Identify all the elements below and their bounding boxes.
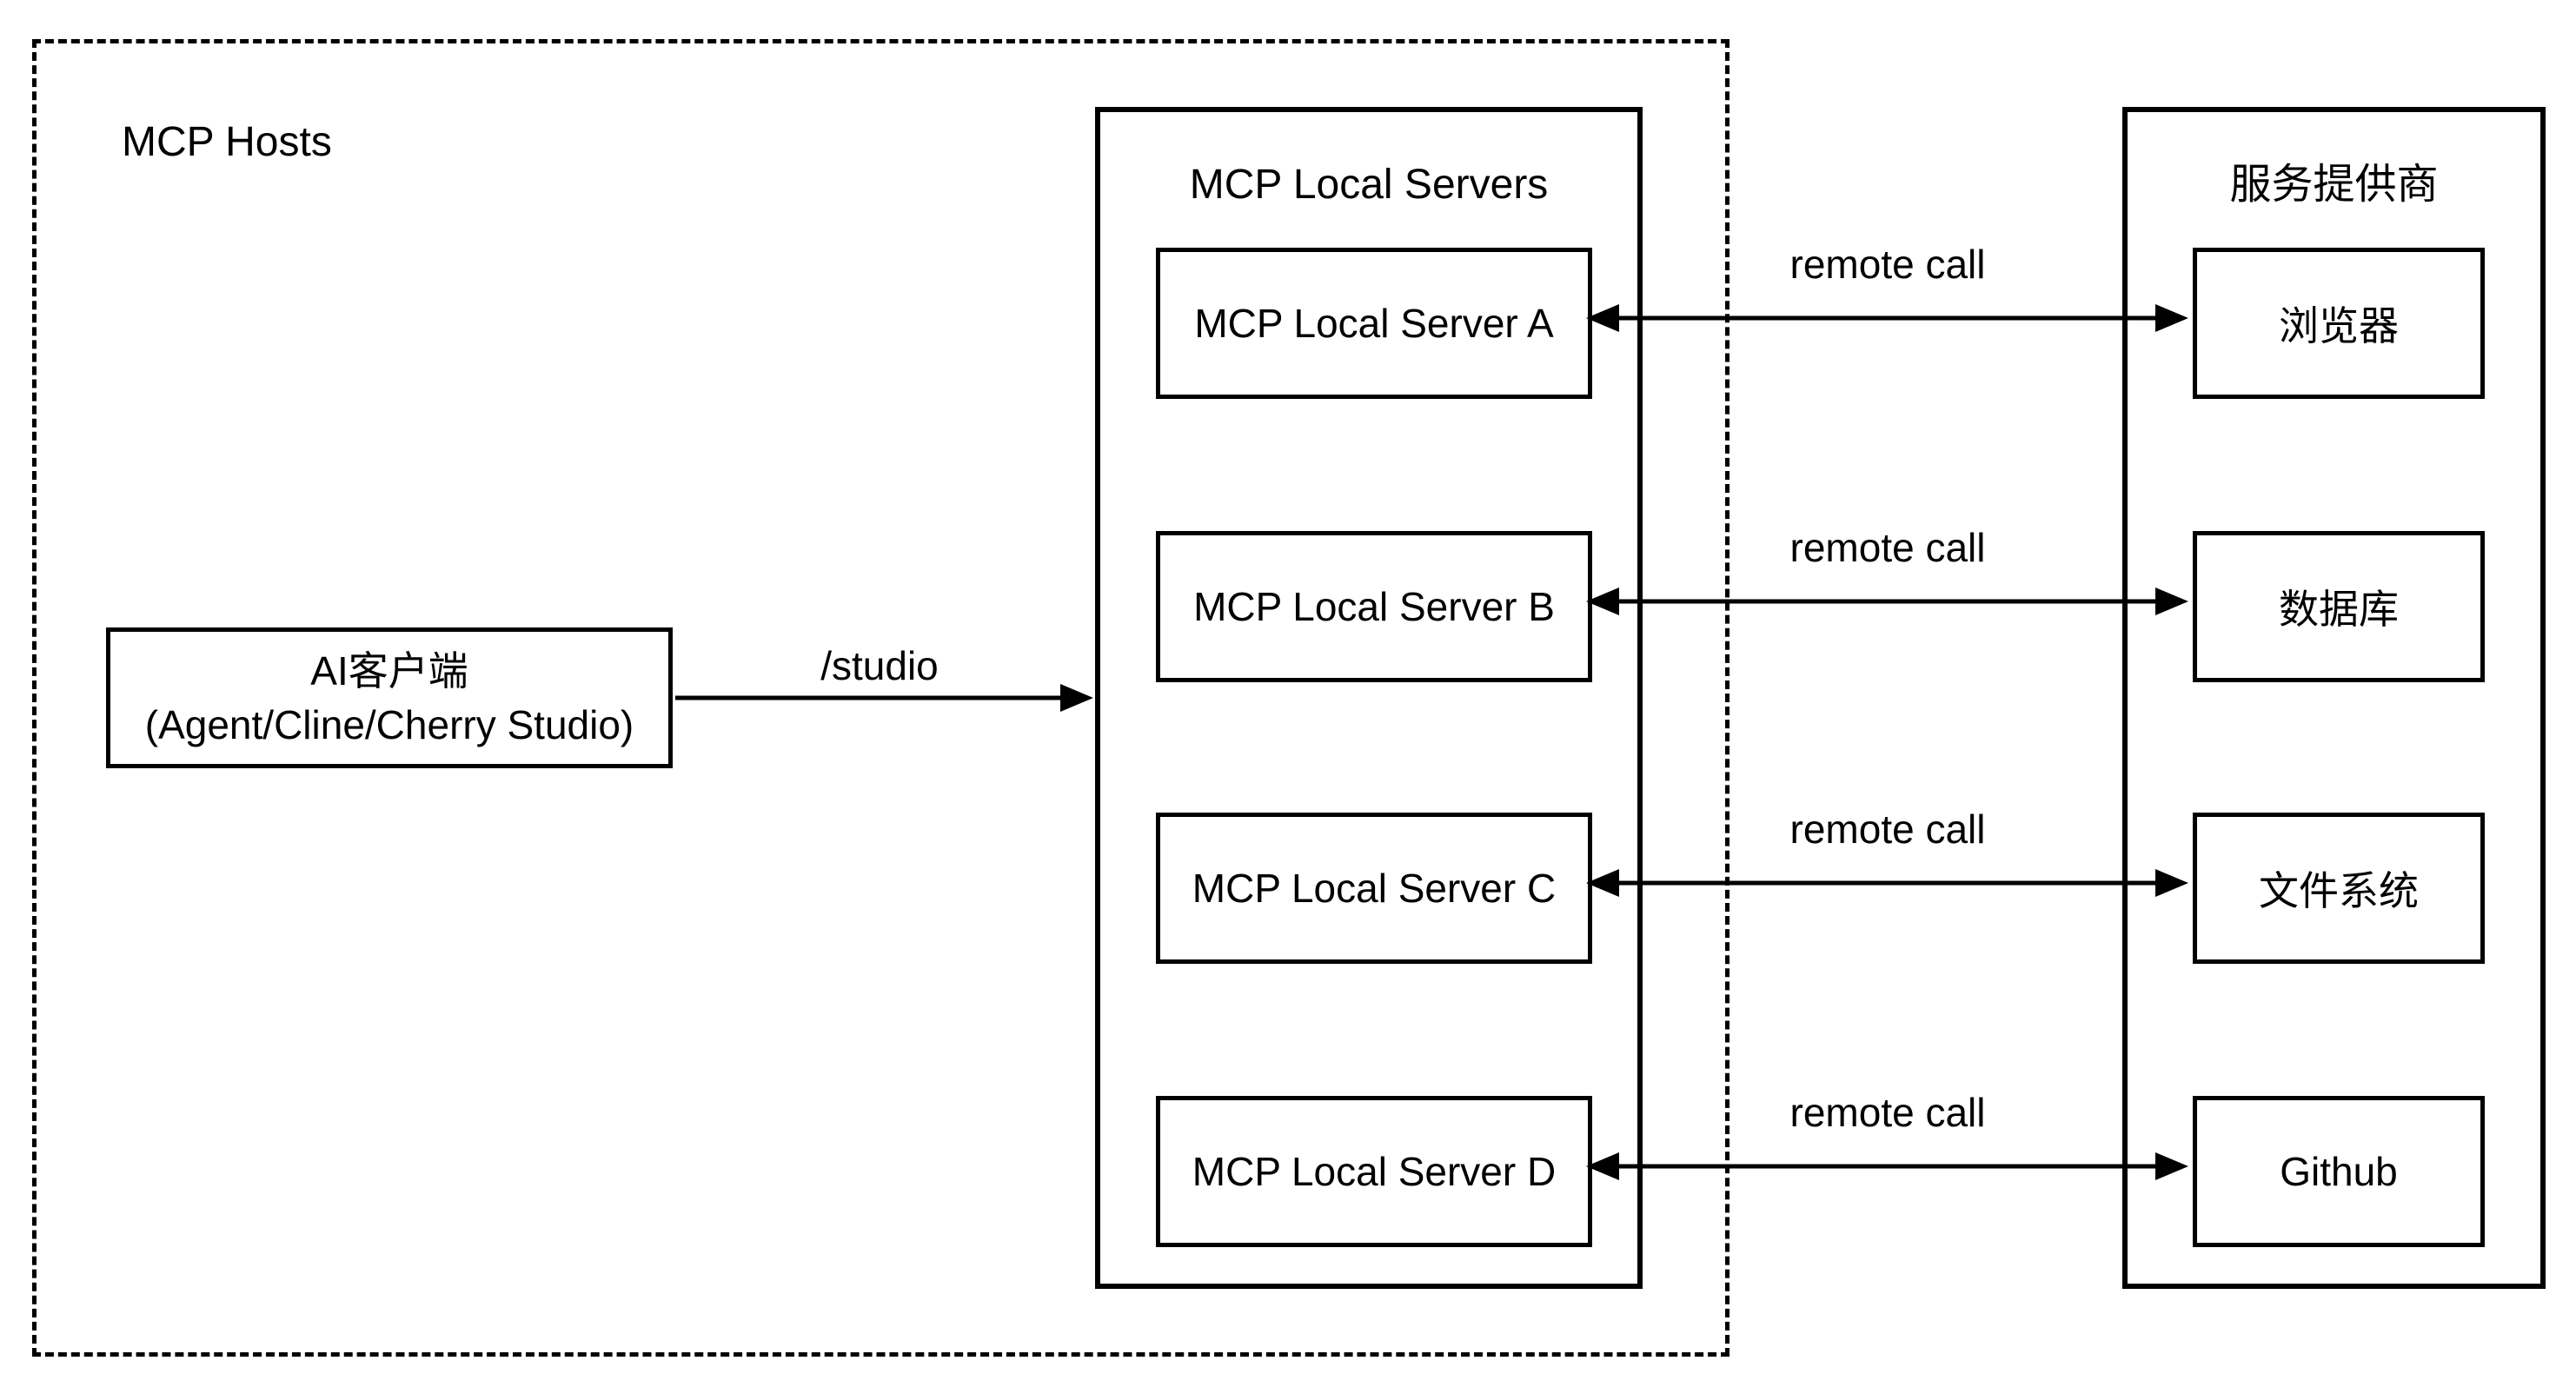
- database-label: 数据库: [2279, 587, 2399, 632]
- local-server-b-label: MCP Local Server B: [1193, 584, 1555, 629]
- browser-node: 浏览器: [2193, 248, 2485, 399]
- mcp-hosts-label: MCP Hosts: [122, 119, 332, 165]
- service-providers-group-box: 服务提供商 浏览器 数据库 文件系统 Github: [2122, 107, 2546, 1289]
- local-server-d-label: MCP Local Server D: [1192, 1149, 1557, 1194]
- github-node: Github: [2193, 1096, 2485, 1247]
- ai-client-title: AI客户端: [310, 648, 468, 694]
- filesystem-label: 文件系统: [2259, 868, 2419, 913]
- remote-call-edge-label-4: remote call: [1789, 1090, 1986, 1135]
- local-server-d-node: MCP Local Server D: [1156, 1096, 1592, 1247]
- remote-call-edge-label-1: remote call: [1789, 242, 1986, 287]
- filesystem-node: 文件系统: [2193, 813, 2485, 964]
- mcp-hosts-group-box: [32, 39, 1730, 1357]
- remote-call-edge-label-3: remote call: [1789, 807, 1986, 852]
- local-servers-group-box: MCP Local Servers MCP Local Server A MCP…: [1095, 107, 1643, 1289]
- local-server-b-node: MCP Local Server B: [1156, 531, 1592, 682]
- database-node: 数据库: [2193, 531, 2485, 682]
- studio-edge-label: /studio: [820, 643, 939, 688]
- ai-client-subtitle: (Agent/Cline/Cherry Studio): [144, 702, 634, 747]
- local-server-c-label: MCP Local Server C: [1192, 866, 1557, 911]
- remote-call-edge-label-2: remote call: [1789, 525, 1986, 570]
- local-server-a-label: MCP Local Server A: [1194, 301, 1554, 346]
- local-servers-group-title: MCP Local Servers: [1189, 162, 1549, 208]
- github-label: Github: [2280, 1149, 2398, 1194]
- service-providers-group-title: 服务提供商: [2229, 162, 2439, 208]
- local-server-a-node: MCP Local Server A: [1156, 248, 1592, 399]
- local-server-c-node: MCP Local Server C: [1156, 813, 1592, 964]
- ai-client-node: AI客户端 (Agent/Cline/Cherry Studio): [106, 627, 673, 768]
- browser-label: 浏览器: [2279, 303, 2399, 348]
